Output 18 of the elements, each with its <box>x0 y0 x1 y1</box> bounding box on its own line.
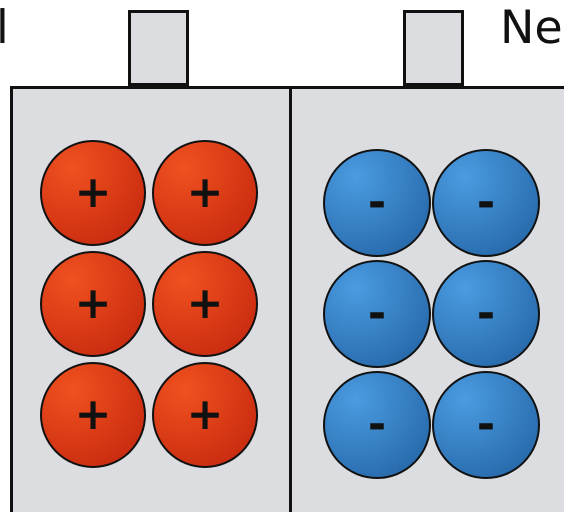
terminal-label: Ne <box>500 4 563 50</box>
negative-charge: - <box>432 371 540 479</box>
negative-charge: - <box>432 260 540 368</box>
negative-charge: - <box>323 149 431 257</box>
positive-charge: + <box>152 251 258 357</box>
terminal <box>403 10 464 86</box>
negative-charge: - <box>323 371 431 479</box>
positive-charge: + <box>152 140 258 246</box>
terminal-label: l <box>0 4 9 50</box>
negative-charge: - <box>323 260 431 368</box>
cell-compartment <box>292 86 564 512</box>
positive-charge: + <box>40 362 146 468</box>
negative-charge: - <box>432 149 540 257</box>
cell-compartment <box>10 86 292 512</box>
terminal <box>128 10 189 86</box>
positive-charge: + <box>40 251 146 357</box>
positive-charge: + <box>152 362 258 468</box>
positive-charge: + <box>40 140 146 246</box>
